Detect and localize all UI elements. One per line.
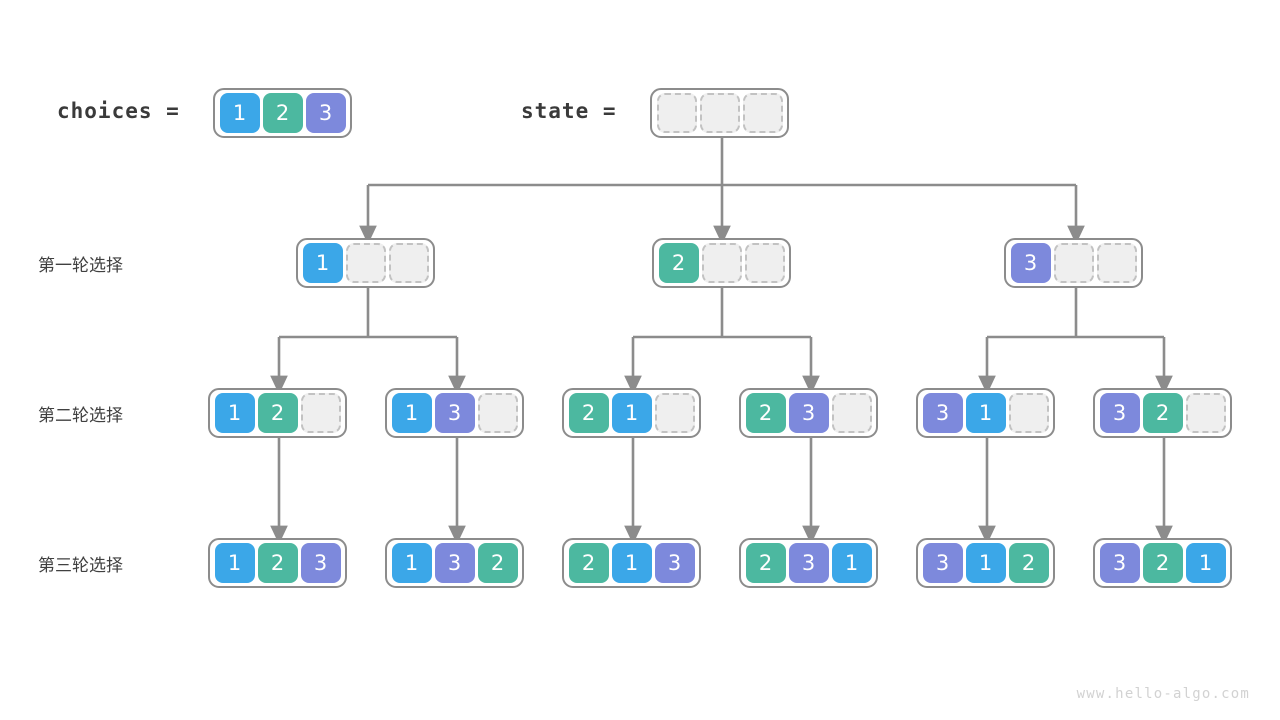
node-cell-value: 2 <box>257 543 298 583</box>
state-cell-empty <box>656 93 697 133</box>
row-label-2: 第二轮选择 <box>38 406 123 426</box>
node-cell-value: 2 <box>1142 543 1183 583</box>
node-cell-value: 3 <box>922 543 963 583</box>
node-cell-empty <box>1096 243 1137 283</box>
node-cell-value: 1 <box>611 543 652 583</box>
node-cell-empty <box>1053 243 1094 283</box>
node-cell-value: 2 <box>1008 543 1049 583</box>
node-cell-value: 2 <box>568 543 609 583</box>
node-cell-value: 3 <box>788 543 829 583</box>
state-label: state = <box>521 99 617 123</box>
state-node-r1-3: 3 <box>1004 238 1143 288</box>
node-cell-value: 1 <box>214 543 255 583</box>
choices-cell-value: 2 <box>262 93 303 133</box>
node-cell-empty <box>388 243 429 283</box>
node-cell-value: 1 <box>965 543 1006 583</box>
node-cell-empty <box>345 243 386 283</box>
node-cell-value: 1 <box>391 543 432 583</box>
node-cell-empty <box>1008 393 1049 433</box>
node-cell-value: 2 <box>477 543 518 583</box>
node-cell-value: 3 <box>1010 243 1051 283</box>
node-cell-value: 1 <box>965 393 1006 433</box>
node-cell-value: 3 <box>654 543 695 583</box>
node-cell-value: 2 <box>1142 393 1183 433</box>
state-cell-empty <box>742 93 783 133</box>
node-cell-value: 3 <box>1099 393 1140 433</box>
node-cell-value: 3 <box>300 543 341 583</box>
node-cell-empty <box>831 393 872 433</box>
node-cell-value: 1 <box>391 393 432 433</box>
node-cell-value: 2 <box>745 543 786 583</box>
row-label-1: 第一轮选择 <box>38 256 123 276</box>
node-cell-empty <box>1185 393 1226 433</box>
node-cell-empty <box>654 393 695 433</box>
node-cell-value: 2 <box>658 243 699 283</box>
row-label-3: 第三轮选择 <box>38 556 123 576</box>
node-cell-empty <box>477 393 518 433</box>
state-cell-empty <box>699 93 740 133</box>
node-cell-value: 3 <box>434 393 475 433</box>
node-cell-value: 1 <box>1185 543 1226 583</box>
state-array <box>650 88 789 138</box>
node-cell-value: 3 <box>922 393 963 433</box>
state-node-r1-2: 2 <box>652 238 791 288</box>
node-cell-empty <box>744 243 785 283</box>
node-cell-value: 2 <box>745 393 786 433</box>
node-cell-value: 3 <box>788 393 829 433</box>
choices-label: choices = <box>57 99 180 123</box>
node-cell-value: 1 <box>611 393 652 433</box>
node-cell-value: 3 <box>434 543 475 583</box>
node-cell-empty <box>701 243 742 283</box>
node-cell-value: 3 <box>1099 543 1140 583</box>
choices-cell-value: 1 <box>219 93 260 133</box>
node-cell-value: 2 <box>568 393 609 433</box>
choices-cell-value: 3 <box>305 93 346 133</box>
watermark: www.hello-algo.com <box>1076 686 1250 702</box>
node-cell-value: 1 <box>214 393 255 433</box>
node-cell-value: 2 <box>257 393 298 433</box>
state-node-r1-1: 1 <box>296 238 435 288</box>
node-cell-empty <box>300 393 341 433</box>
node-cell-value: 1 <box>831 543 872 583</box>
node-cell-value: 1 <box>302 243 343 283</box>
